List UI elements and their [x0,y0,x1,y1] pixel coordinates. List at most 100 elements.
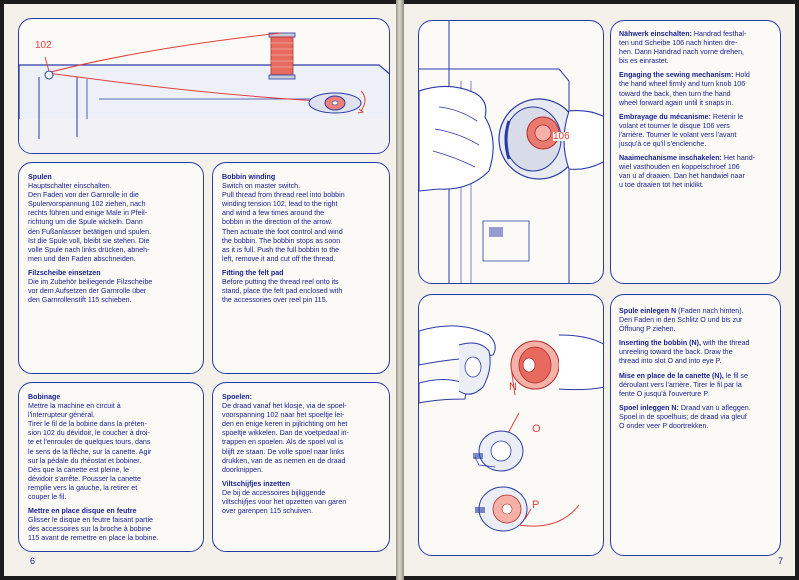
bobbin-winding-text: Bobbin winding Switch on master switch. … [222,173,388,305]
page-number-right: 7 [778,556,784,566]
bobbin-winding-line: bobbin in the direction of the arrow. [222,218,333,227]
bobinage-line: Mettre la machine en circuit à [28,402,121,411]
insert-bobbin-box: Spule einlegen N (Faden nach hinten). De… [610,294,781,556]
bobbin-en-line: thread into slot O and into eye P. [619,357,722,366]
bobinage-line: Tirer le fil de la bobine dans la préten… [28,420,147,429]
filzscheibe-line: vor dem Aufsetzen der Garnrolle über [28,287,147,296]
bobbin-winder-drawing [19,32,389,153]
bobbin-fr-line: fente O jusqu'à l'ouverture P. [619,389,710,398]
bobbin-winding-line: Then actuate the foot control and wind [222,227,343,236]
bobinage-text: Bobinage Mettre la machine en circuit à … [28,393,200,544]
bobbin-en-title: Inserting the bobbin (N), [619,339,701,348]
engage-nl-line: van u af draaien. Dan het handwiel naar [619,172,745,181]
hand-wheel-drawing [419,21,603,283]
bobbin-de-line: Öffnung P ziehen. [619,325,676,334]
bobinage-line: sur la pédale du rhéostat et bobiner. [28,456,142,465]
engage-text: Nähwerk einschalten: Handrad festhal- te… [619,30,779,191]
label-n: N [509,381,517,393]
bobbin-de: Spule einlegen N (Faden nach hinten). [619,307,779,316]
spoelen-line: blijft ze staan. De volle spoel naar lin… [222,447,345,456]
bobbin-case-drawing [419,325,603,532]
bobinage-line: Dès que la canette est pleine, le [28,465,129,474]
felt-pad-line: Before putting the thread reel onto its [222,278,339,287]
spulen-line: Hauptschalter einschalten. [28,182,112,191]
spoelen-line: De draad vanaf het klosje, via de spoel- [222,402,347,411]
engage-en-line: wheel forward again until it snaps in. [619,98,734,107]
engage-en-line: the hand wheel firmly and turn knob 106 [619,80,746,89]
bobbin-winding-line: Pull thread from thread reel into bobbin [222,191,345,200]
bobbin-en: Inserting the bobbin (N), with the threa… [619,339,779,348]
spoelen-line: den en enige keren in pijlrichting om he… [222,420,348,429]
engage-nl: Naaimechanisme inschakelen: Het hand- [619,154,779,163]
filzscheibe-line: Die im Zubehör beiliegende Filzscheibe [28,278,153,287]
disque-feutre-line: des accessoires sur la broche à bobine [28,525,152,534]
filzscheibe-title: Filzscheibe einsetzen [28,268,101,277]
felt-pad-title: Fitting the felt pad [222,268,284,277]
engage-fr-line: l'arrière. Tourner le volant vers l'avan… [619,130,737,139]
bobbin-winding-line: the bobbin. The bobbin stops as soon [222,236,341,245]
bobbin-winding-line: as it is full. Push the full bobbin to t… [222,245,340,254]
bobbin-winding-line: Switch on master switch. [222,182,301,191]
engage-de-line: Handrad festhal- [691,30,747,38]
felt-pad-line: the accessories over reel pin 115. [222,296,328,305]
viltschijfjes-line: De bij de accessoires bijliggende [222,488,326,497]
bobinage-line: sion 102 du dévidoir, le coucher à droi- [28,429,150,438]
spoelen-text: Spoelen: De draad vanaf het klosje, via … [222,393,388,516]
label-p: P [532,499,540,511]
engage-de-line: bis es einrastet. [619,57,669,66]
bobbin-de-title: Spule einlegen N [619,307,677,315]
engage-de: Nähwerk einschalten: Handrad festhal- [619,30,779,39]
engage-fr-title: Embrayage du mécanisme: [619,112,711,121]
bobinage-title: Bobinage [28,393,61,401]
engage-en-title: Engaging the sewing mechanism: [619,71,734,80]
bobinage-line: dévidoir s'arrête. Pousser la canette [28,474,141,483]
spulen-box: Spulen Hauptschalter einschalten. Den Fa… [18,162,204,374]
engage-mechanism-box: Nähwerk einschalten: Handrad festhal- te… [610,20,781,284]
engage-de-line: hen. Dann Handrad nach vorne drehen, [619,48,745,57]
left-page: 102 Spulen Hauptschalter einschalten. De… [4,4,396,576]
bobbin-winding-line: left, remove it and cut off the thread. [222,254,336,263]
spulen-line: richtung um die Spule wickeln. Dann [28,218,143,227]
spoelen-box: Spoelen: De draad vanaf het klosje, via … [212,382,390,552]
bobbin-en-line: with the thread [700,339,750,348]
spulen-text: Spulen Hauptschalter einschalten. Den Fa… [28,173,200,305]
viltschijfjes-line: viltschijfjes voor het opzetten van gare… [222,498,347,507]
spulen-line: Spulervorspannung 102 ziehen, nach [28,200,146,209]
bobbin-winding-title: Bobbin winding [222,173,276,181]
bobbin-nl: Spoel inleggen N: Draad van u afleggen. [619,404,779,413]
spulen-line: men und den Faden abschneiden. [28,254,136,263]
disque-feutre-line: 115 avant de remettre en place la bobine… [28,534,159,543]
bobbin-winding-box: Bobbin winding Switch on master switch. … [212,162,390,374]
engage-en: Engaging the sewing mechanism: Hold [619,71,779,80]
spoelen-title: Spoelen: [222,393,252,401]
bobbin-fr-title: Mise en place de la canette (N), [619,371,724,380]
bobbin-de-line: Den Faden in den Schlitz O und bis zur [619,316,743,325]
engage-de-title: Nähwerk einschalten: [619,30,692,38]
bobbin-fr-line: le fil se [723,371,748,380]
callout-106: 106 [553,131,570,142]
engage-fr-line: Retenir le [710,112,744,121]
hand-wheel-illustration: 106 [418,20,604,284]
book-spine [396,0,404,580]
bobbin-nl-title: Spoel inleggen N: [619,403,679,412]
engage-nl-line: wiel vasthouden en koppelschroef 106 [619,163,740,172]
bobbin-winder-illustration: 102 [18,18,390,154]
bobinage-line: le sens de la flèche, sur la canette. Ag… [28,447,152,456]
spoelen-line: drukken, van de as nemen en de draad [222,456,346,465]
spulen-line: Den Faden von der Garnrolle in die [28,191,139,200]
callout-102: 102 [35,40,52,51]
bobinage-line: l'interrupteur général. [28,411,95,420]
bobbin-en-line: unreeling toward the back. Draw the [619,348,733,357]
spulen-line: Ist die Spule voll, bleibt sie stehen. D… [28,236,150,245]
spulen-title: Spulen [28,173,52,181]
page-number-left: 6 [30,556,36,566]
spoelen-line: voorspanning 102 naar het spoeltje lei- [222,411,345,420]
bobbin-fr-line: déroulant vers l'arrière. Tirer le fil p… [619,380,742,389]
bobinage-line: couper le fil. [28,493,67,502]
disque-feutre-title: Mettre en place disque en feutre [28,507,137,516]
engage-de-line: ten und Scheibe 106 nach hinten dre- [619,39,738,48]
bobbin-fr: Mise en place de la canette (N), le fil … [619,372,779,381]
bobinage-line: remplie vers la gauche, la retirer et [28,483,138,492]
engage-en-line: Hold [733,71,750,80]
viltschijfjes-line: over garenpen 115 schuiven. [222,507,313,516]
